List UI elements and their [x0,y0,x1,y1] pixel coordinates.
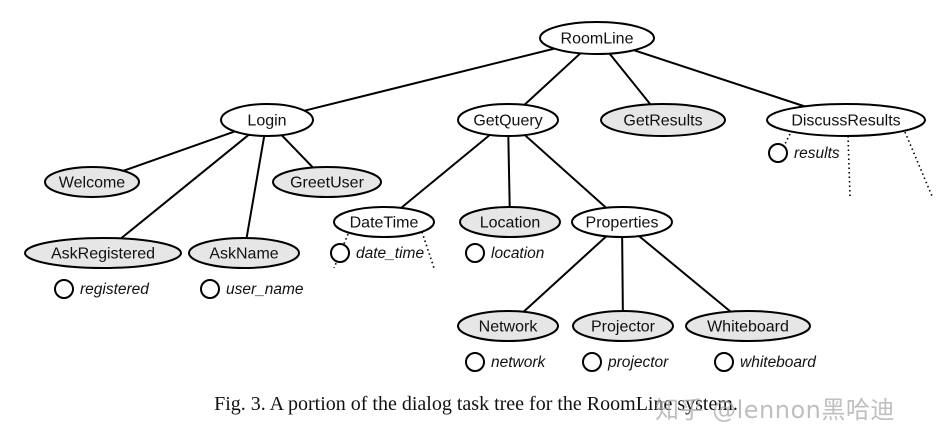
edge-login-welcome [123,130,236,172]
node-label: GetResults [623,113,702,130]
node-location: Location [459,206,561,238]
edge-roomline-getresults [608,52,652,105]
node-ellipse [766,103,926,137]
edge-roomline-getquery [523,52,582,106]
dotted-branch-datetime-1 [421,231,435,269]
edge-getquery-datetime [400,134,491,209]
concept-whiteboard: whiteboard [714,352,817,372]
node-label: Location [480,215,541,232]
node-ellipse [457,103,559,137]
concept-circle-icon [465,243,485,263]
node-label: Projector [591,319,656,336]
concept-circle-icon [330,243,350,263]
node-ellipse [188,237,300,269]
node-login: Login [220,103,314,137]
concept-circle-icon [54,279,74,299]
concept-label: projector [607,354,669,371]
node-roomline: RoomLine [539,21,655,55]
node-ellipse [272,166,382,198]
concept-registered: registered [54,279,150,299]
node-label: DiscussResults [791,113,900,130]
node-label: GetQuery [473,113,542,130]
edge-getquery-location [507,135,511,208]
concept-circle-icon [582,352,602,372]
node-getquery: GetQuery [457,103,559,137]
concept-projector: projector [582,352,669,372]
concept-circle-icon [200,279,220,299]
concepts: registered user_name date_time location resu… [54,143,840,372]
concept-label: network [491,354,547,371]
node-network: Network [457,310,559,342]
node-label: RoomLine [561,31,634,48]
concept-label: results [794,145,840,162]
edge-login-greetuser [280,134,314,169]
node-ellipse [600,103,726,137]
node-ellipse [685,310,811,342]
node-ellipse [44,166,140,198]
dotted-branch-discussresults-1 [847,135,851,197]
node-label: Whiteboard [707,319,789,336]
node-ellipse [333,206,435,238]
node-ellipse [457,310,559,342]
node-label: AskRegistered [51,246,155,263]
node-ellipse [24,237,182,269]
edge-roomline-login [304,47,555,112]
node-askregistered: AskRegistered [24,237,182,269]
edge-getquery-properties [524,134,607,209]
node-ellipse [459,206,561,238]
concept-date_time: date_time [330,243,424,263]
node-discussresults: DiscussResults [766,103,926,137]
concept-label: registered [80,281,150,298]
watermark: 知乎 @lennon黑哈迪 [655,396,895,424]
node-whiteboard: Whiteboard [685,310,811,342]
node-ellipse [220,103,314,137]
concept-location: location [465,243,544,263]
node-welcome: Welcome [44,166,140,198]
concept-label: location [491,245,544,262]
node-ellipse [539,21,655,55]
concept-user_name: user_name [200,279,304,299]
node-label: Welcome [59,175,125,192]
edge-roomline-discussresults [633,49,805,108]
edge-properties-network [522,235,608,313]
concept-label: whiteboard [740,354,817,371]
concept-network: network [465,352,547,372]
figure-caption: Fig. 3. A portion of the dialog task tre… [214,393,738,415]
concept-circle-icon [465,352,485,372]
node-label: DateTime [350,215,419,232]
node-label: Properties [586,215,659,232]
concept-circle-icon [714,352,734,372]
concept-label: date_time [356,245,424,262]
node-label: Login [247,113,286,130]
edge-login-askregistered [120,133,250,240]
node-label: Network [479,319,539,336]
node-properties: Properties [571,206,673,238]
tree-edges [120,47,805,313]
concept-label: user_name [226,281,304,298]
concept-circle-icon [768,143,788,163]
node-greetuser: GreetUser [272,166,382,198]
node-label: AskName [209,246,278,263]
concept-results: results [768,143,840,163]
node-projector: Projector [572,310,674,342]
edge-properties-projector [621,236,624,312]
edge-login-askname [245,135,266,239]
node-label: GreetUser [290,175,364,192]
dotted-branch-discussresults-2 [904,131,933,197]
node-datetime: DateTime [333,206,435,238]
node-askname: AskName [188,237,300,269]
node-ellipse [572,310,674,342]
edge-properties-whiteboard [638,235,732,313]
node-getresults: GetResults [600,103,726,137]
node-ellipse [571,206,673,238]
